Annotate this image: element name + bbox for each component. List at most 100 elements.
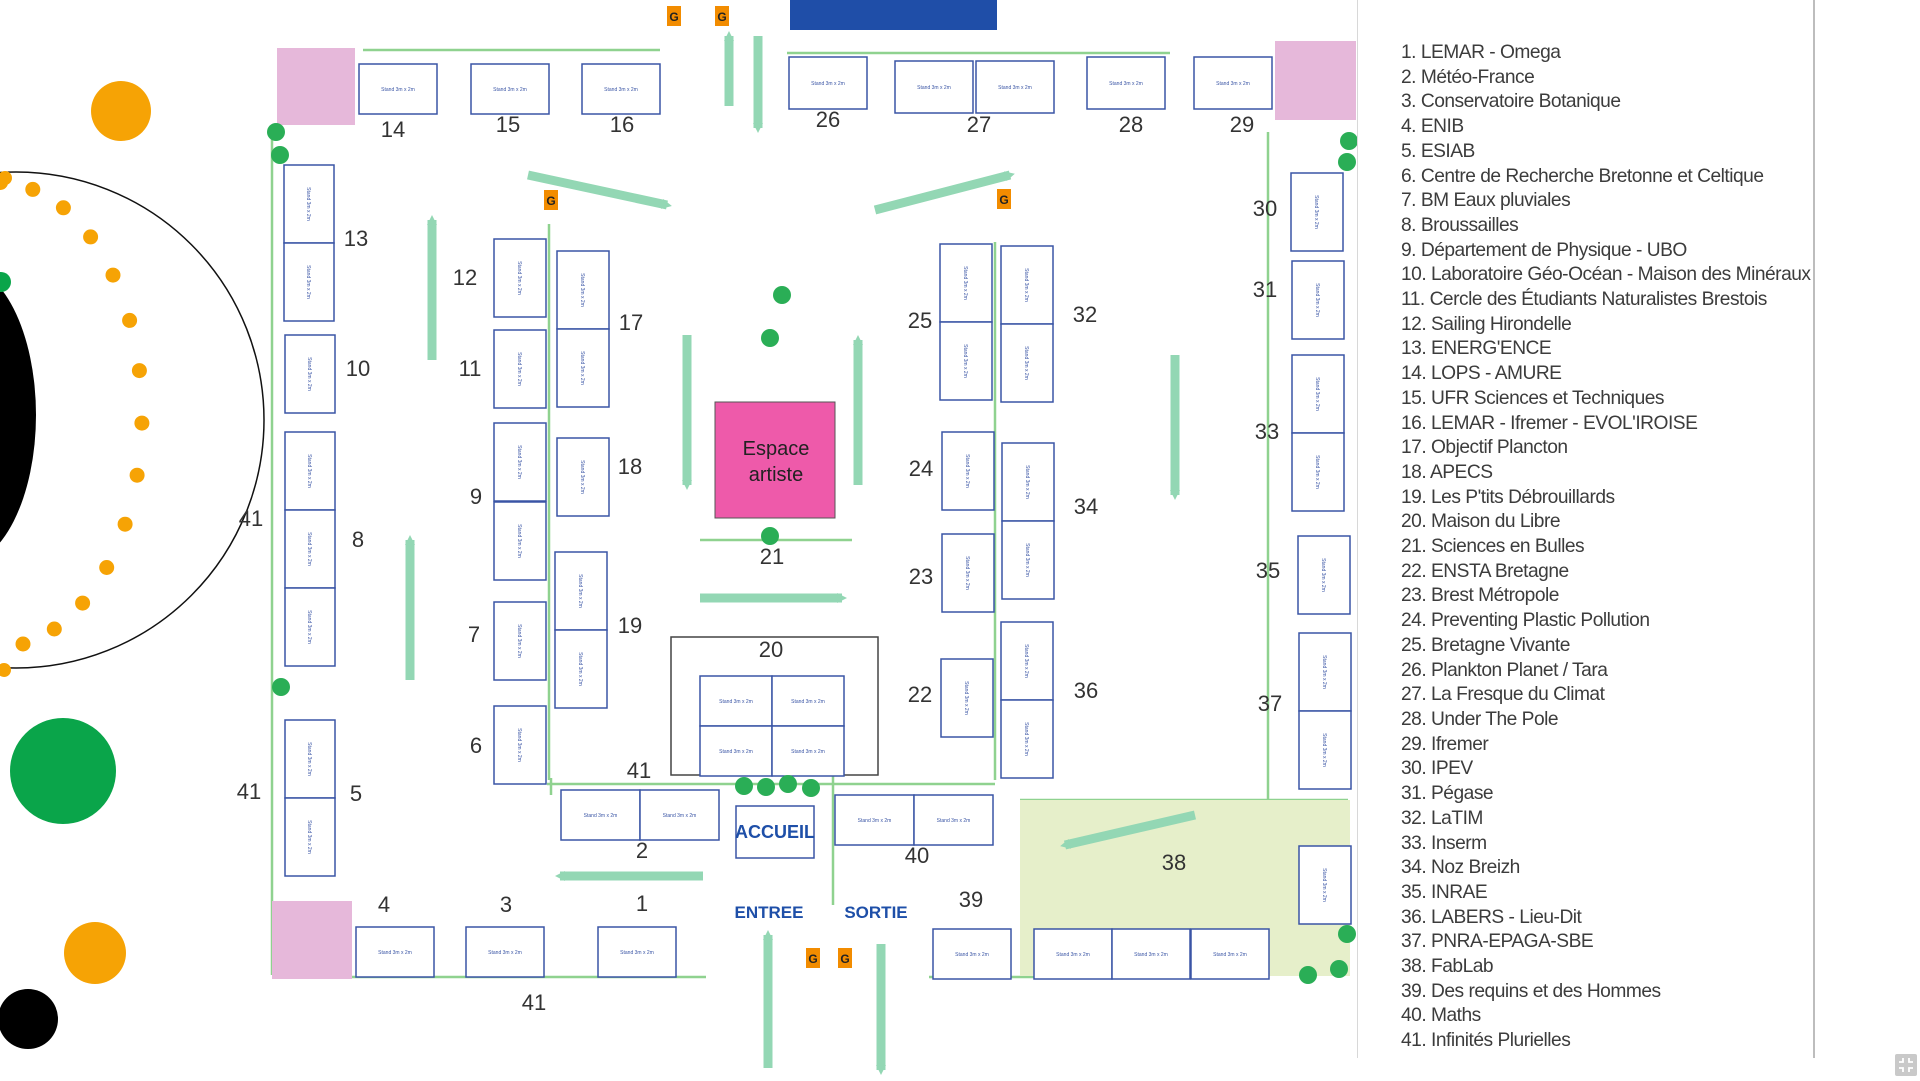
stand-size-label: Stand 3m x 2m <box>1213 952 1247 958</box>
corner-block <box>277 48 355 125</box>
stand: Stand 3m x 2m <box>556 250 610 330</box>
legend-item: 16. LEMAR - Ifremer - EVOL'IROISE <box>1401 412 1698 434</box>
stand-number: 27 <box>967 112 991 137</box>
stand-size-label: Stand 3m x 2m <box>516 352 522 386</box>
legend-item: 8. Broussailles <box>1401 214 1519 236</box>
stand-box <box>283 242 335 322</box>
stand-box <box>941 533 995 613</box>
art-space-label-2: artiste <box>749 464 803 486</box>
legend-item: 30. IPEV <box>1401 758 1473 780</box>
legend-item: 25. Bretagne Vivante <box>1401 634 1570 656</box>
legend-item: 23. Brest Métropole <box>1401 585 1559 607</box>
stand-number: 35 <box>1256 558 1280 583</box>
stand: Stand 3m x 2m <box>939 321 993 401</box>
legend-item: 38. FabLab <box>1401 956 1494 978</box>
g-marker-letter: G <box>840 952 849 966</box>
stand: Stand 3m x 2m <box>834 794 915 846</box>
stand-box <box>1000 699 1054 779</box>
stand-number: 39 <box>959 887 983 912</box>
stand-number: 30 <box>1253 196 1277 221</box>
stand-number: 41 <box>239 506 263 531</box>
entrance-label: ENTREE <box>735 903 804 922</box>
plant <box>267 123 285 141</box>
legend-item: 1. LEMAR - Omega <box>1401 42 1561 63</box>
decorative-orange-dot <box>15 636 31 652</box>
exit-fullscreen-button[interactable] <box>1895 1054 1917 1076</box>
legend-item: 18. APECS <box>1401 461 1493 483</box>
decorative-orange-dot <box>55 200 71 216</box>
stand-box <box>493 238 547 318</box>
stand-number: 28 <box>1119 112 1143 137</box>
stand-size-label: Stand 3m x 2m <box>577 652 583 686</box>
legend-item: 27. La Fresque du Climat <box>1401 684 1605 706</box>
legend-item: 4. ENIB <box>1401 116 1464 138</box>
stand-box <box>1086 56 1166 110</box>
stand-box <box>493 601 547 681</box>
exit-fullscreen-icon <box>1899 1058 1913 1072</box>
g-marker: G <box>997 189 1011 209</box>
legend-item: 21. Sciences en Bulles <box>1401 536 1585 558</box>
flow-arrow <box>873 170 1015 215</box>
stand-number: 5 <box>350 781 362 806</box>
stand-size-label: Stand 3m x 2m <box>584 813 618 819</box>
decorative-orange-dot <box>122 312 138 328</box>
stand-size-label: Stand 3m x 2m <box>1321 655 1327 689</box>
stand-box <box>939 243 993 323</box>
stand-box <box>556 250 610 330</box>
stand-box <box>1000 621 1054 701</box>
legend-item: 22. ENSTA Bretagne <box>1401 560 1569 582</box>
stand-size-label: Stand 3m x 2m <box>917 85 951 91</box>
stand-number: 33 <box>1255 419 1279 444</box>
stand: Stand 3m x 2m <box>554 551 608 631</box>
g-marker-box <box>806 948 820 968</box>
stand-size-label: Stand 3m x 2m <box>1023 346 1029 380</box>
stand-size-label: Stand 3m x 2m <box>811 81 845 87</box>
stand-size-label: Stand 3m x 2m <box>516 524 522 558</box>
stand-number: 38 <box>1162 850 1186 875</box>
area-labels: Espace artiste ACCUEIL ENTREE SORTIE <box>735 438 908 922</box>
stand: Stand 3m x 2m <box>493 422 547 502</box>
stand: Stand 3m x 2m <box>465 926 545 978</box>
stand-size-label: Stand 3m x 2m <box>306 742 312 776</box>
stand: Stand 3m x 2m <box>284 719 336 799</box>
decorative-orange-dot <box>83 229 99 245</box>
g-marker: G <box>544 190 558 210</box>
stand: Stand 3m x 2m <box>1001 442 1055 522</box>
stand-number: 3 <box>500 892 512 917</box>
corner-block <box>272 901 352 979</box>
stand-number: 29 <box>1230 112 1254 137</box>
stand-size-label: Stand 3m x 2m <box>1056 952 1090 958</box>
decorative-orange-dot <box>131 363 147 379</box>
stand-number: 25 <box>908 308 932 333</box>
stand-number: 37 <box>1258 691 1282 716</box>
stand-box <box>554 551 608 631</box>
stand-size-label: Stand 3m x 2m <box>719 699 753 705</box>
g-marker-box <box>838 948 852 968</box>
stand: Stand 3m x 2m <box>493 501 547 581</box>
stand-box <box>1291 432 1345 512</box>
decorative-green-circle <box>10 718 116 824</box>
stand-size-label: Stand 3m x 2m <box>604 87 638 93</box>
stand-number: 34 <box>1074 494 1098 519</box>
stand: Stand 3m x 2m <box>1190 928 1270 980</box>
stand-box <box>1193 56 1273 110</box>
stand-number: 17 <box>619 310 643 335</box>
decorative-green-dot <box>0 272 11 292</box>
stand: Stand 3m x 2m <box>1033 928 1113 980</box>
legend-item: 28. Under The Pole <box>1401 708 1559 730</box>
legend-item: 11. Cercle des Étudiants Naturalistes Br… <box>1401 289 1767 311</box>
stand-box <box>939 321 993 401</box>
stand-size-label: Stand 3m x 2m <box>962 266 968 300</box>
decorative-orange-dot <box>129 467 145 483</box>
g-marker-box <box>667 6 681 26</box>
stand-number: 20 <box>759 637 783 662</box>
stand: Stand 3m x 2m <box>1000 699 1054 779</box>
legend-item: 20. Maison du Libre <box>1401 511 1561 533</box>
stand-box <box>493 501 547 581</box>
legend-item: 7. BM Eaux pluviales <box>1401 190 1571 212</box>
stand: Stand 3m x 2m <box>1000 323 1054 403</box>
stand-size-label: Stand 3m x 2m <box>579 351 585 385</box>
stand-number: 1 <box>636 891 648 916</box>
